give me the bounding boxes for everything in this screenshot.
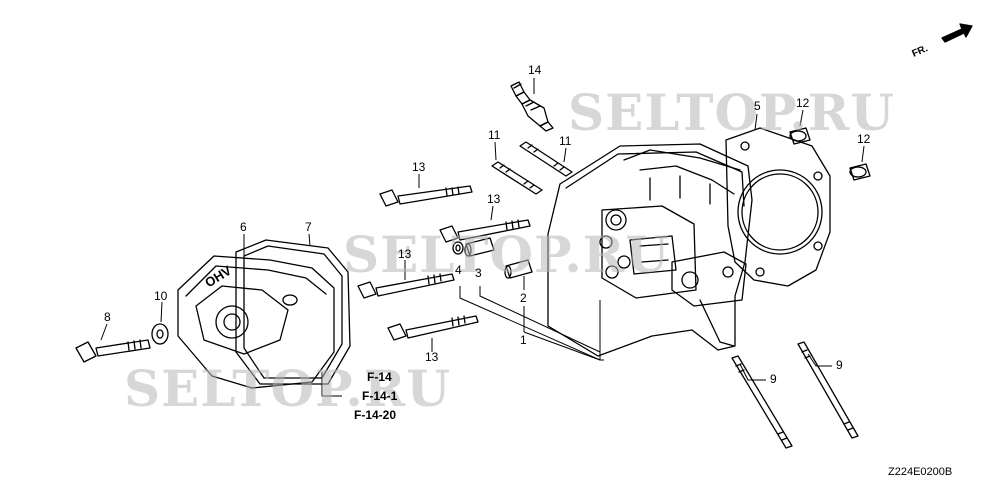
rocker-cover-gasket <box>235 239 351 385</box>
callout-13-top: 13 <box>412 160 426 174</box>
reference-label-f14-1[interactable]: F-14-1 <box>362 389 398 403</box>
dowel-pin-lower <box>849 163 871 181</box>
watermark-middle: SELTOP.RU <box>343 225 670 284</box>
callout-11-left: 11 <box>488 128 501 142</box>
callout-13-bottom: 13 <box>425 350 439 364</box>
long-stud-left <box>731 355 793 449</box>
cover-bolt-8 <box>75 339 151 363</box>
reference-label-f14-20[interactable]: F-14-20 <box>354 408 397 422</box>
callout-14: 14 <box>528 63 542 77</box>
callout-9-right: 9 <box>836 358 843 372</box>
callout-10: 10 <box>154 289 168 303</box>
head-gasket <box>725 127 831 287</box>
stud-bolt-left <box>491 161 543 195</box>
flange-bolt-bottom <box>387 315 479 341</box>
stud-bolt-right <box>519 141 573 177</box>
sealing-washer-10 <box>151 323 169 345</box>
rocker-cover <box>177 255 335 389</box>
long-stud-right <box>797 341 859 439</box>
callout-9-left: 9 <box>770 372 777 386</box>
callout-11-right: 11 <box>559 134 572 148</box>
callout-12-lower: 12 <box>857 132 871 146</box>
reference-label-f14[interactable]: F-14 <box>367 370 392 384</box>
callout-1: 1 <box>520 333 527 347</box>
callout-4: 4 <box>455 263 462 277</box>
flange-bolt-middle <box>439 219 531 243</box>
callout-5: 5 <box>754 99 761 113</box>
callout-6: 6 <box>240 220 247 234</box>
washer-4 <box>452 241 464 255</box>
watermark-bottom: SELTOP.RU <box>124 359 451 418</box>
watermark-top: SELTOP.RU <box>568 83 895 142</box>
callout-2: 2 <box>520 291 527 305</box>
cylinder-head <box>547 143 753 357</box>
callout-13-middle: 13 <box>487 192 501 206</box>
leader-lines <box>100 78 865 397</box>
flange-bolt-lower <box>357 273 455 299</box>
callout-3: 3 <box>475 266 482 280</box>
front-arrow-icon <box>941 23 973 43</box>
callout-12-upper: 12 <box>796 96 810 110</box>
callout-8: 8 <box>104 310 111 324</box>
callout-13-lower: 13 <box>398 247 412 261</box>
callout-7: 7 <box>305 220 312 234</box>
dowel-pin-2 <box>504 259 533 279</box>
dowel-pin-3 <box>464 237 495 257</box>
flange-bolt-top <box>379 185 473 207</box>
spark-plug <box>510 81 554 132</box>
diagram-code: Z224E0200B <box>888 466 953 478</box>
